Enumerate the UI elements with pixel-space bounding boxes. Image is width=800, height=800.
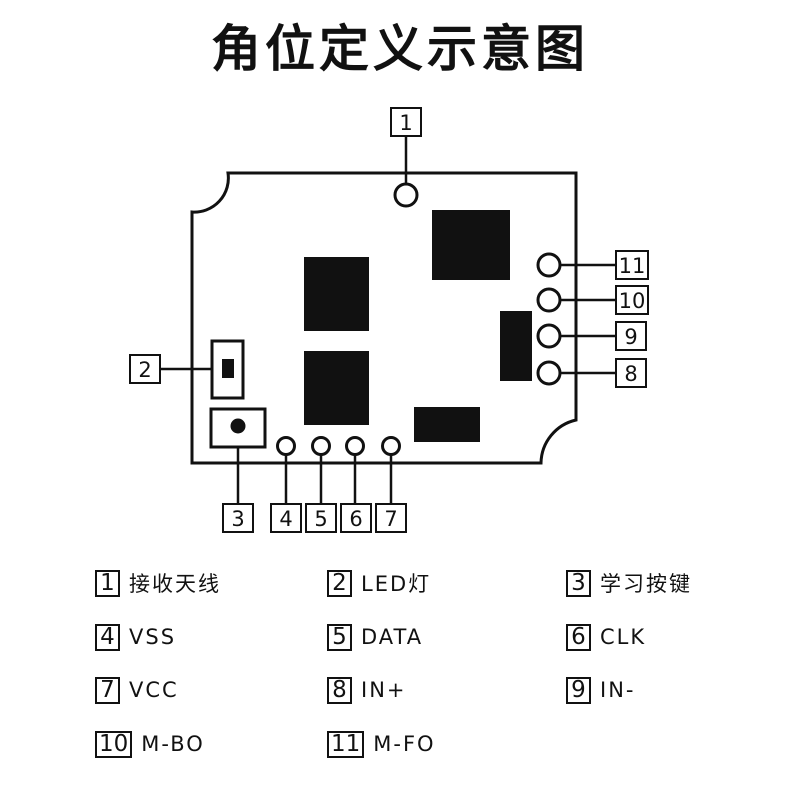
callout-2: 2 — [138, 358, 151, 382]
callout-9: 9 — [624, 325, 637, 349]
callout-6: 6 — [349, 507, 362, 531]
callout-4: 4 — [279, 507, 292, 531]
pin-8-pad — [536, 360, 562, 386]
pin-5-pad — [311, 436, 331, 456]
pin-7-pad — [381, 436, 401, 456]
callout-3: 3 — [231, 507, 244, 531]
callout-7: 7 — [384, 507, 397, 531]
pin-9-pad — [536, 323, 562, 349]
chip-left-lower — [304, 351, 369, 425]
pin-1-pad — [393, 182, 419, 208]
page-title: 角位定义示意图 — [211, 20, 589, 78]
callout-11: 11 — [619, 254, 646, 278]
pin-4-pad — [276, 436, 296, 456]
pin-6-pad — [345, 436, 365, 456]
pin-11-pad — [536, 252, 562, 278]
chip-bottom — [414, 407, 480, 442]
connector-block — [500, 311, 532, 381]
chip-left-upper — [304, 257, 369, 331]
learn-button-dot — [230, 418, 246, 434]
callout-10: 10 — [619, 289, 646, 313]
callout-8: 8 — [624, 362, 637, 386]
pin-10-pad — [536, 287, 562, 313]
callout-5: 5 — [314, 507, 327, 531]
callout-1: 1 — [399, 111, 412, 135]
pcb-outline — [190, 171, 578, 465]
chip-top-right — [432, 210, 510, 280]
led-chip — [222, 359, 234, 378]
